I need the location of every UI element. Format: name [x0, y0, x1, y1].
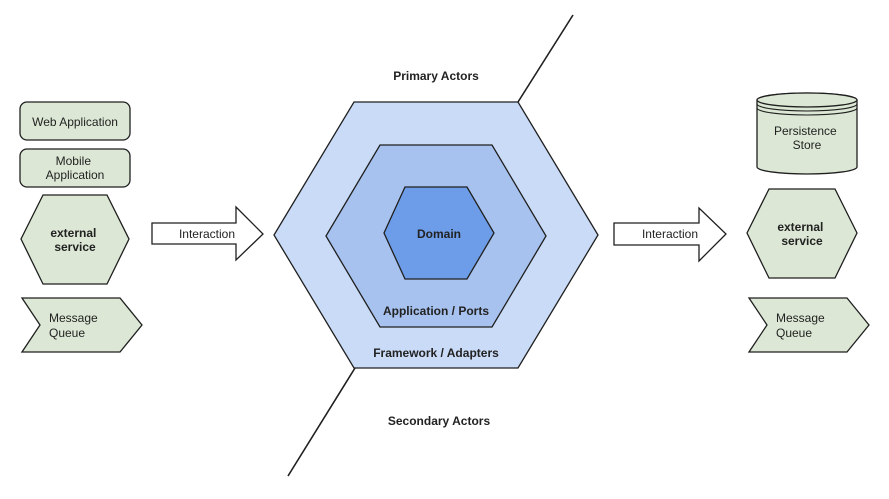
secondary-boundary-line	[287, 367, 356, 477]
left-interaction-label: Interaction	[179, 227, 235, 241]
left-interaction-arrow: Interaction	[151, 205, 264, 262]
right-external-service-label: external service	[777, 220, 826, 248]
persistence-store-actor: Persistence Store	[756, 92, 858, 175]
right-external-service-actor: external service	[746, 188, 858, 279]
web-application-label: Web Application	[32, 115, 118, 129]
persistence-store-label: Persistence Store	[774, 124, 840, 152]
right-message-queue-chevron	[747, 297, 870, 353]
left-message-queue-label: Message Queue	[49, 311, 101, 340]
right-message-queue-label: Message Queue	[776, 311, 828, 340]
persistence-store-rim-1	[756, 103, 858, 112]
mobile-application-label: Mobile Application	[46, 154, 105, 182]
right-interaction-arrow-shape	[613, 206, 727, 263]
domain-label: Domain	[417, 227, 461, 241]
persistence-store-top	[756, 92, 858, 108]
left-external-service-label: external service	[50, 226, 99, 254]
web-application-actor: Web Application	[19, 101, 131, 141]
mobile-application-actor: Mobile Application	[19, 148, 131, 188]
left-external-service-hexagon	[20, 194, 130, 285]
mobile-application-box	[19, 148, 131, 188]
left-external-service-actor: external service	[20, 194, 130, 285]
left-message-queue-actor: Message Queue	[20, 297, 143, 353]
web-application-box	[19, 101, 131, 141]
application-ports-label: Application / Ports	[383, 304, 489, 318]
right-interaction-arrow: Interaction	[613, 206, 727, 263]
framework-adapters-label: Framework / Adapters	[373, 346, 499, 360]
secondary-actors-label: Secondary Actors	[388, 414, 491, 428]
right-external-service-hexagon	[746, 188, 858, 279]
primary-boundary-line	[517, 14, 574, 103]
right-message-queue-actor: Message Queue	[747, 297, 870, 353]
right-interaction-label: Interaction	[642, 227, 698, 241]
domain-hexagon	[383, 186, 495, 280]
left-interaction-arrow-shape	[151, 205, 264, 262]
persistence-store-rim-2	[756, 107, 858, 116]
primary-actors-label: Primary Actors	[393, 69, 479, 83]
left-message-queue-chevron	[20, 297, 143, 353]
